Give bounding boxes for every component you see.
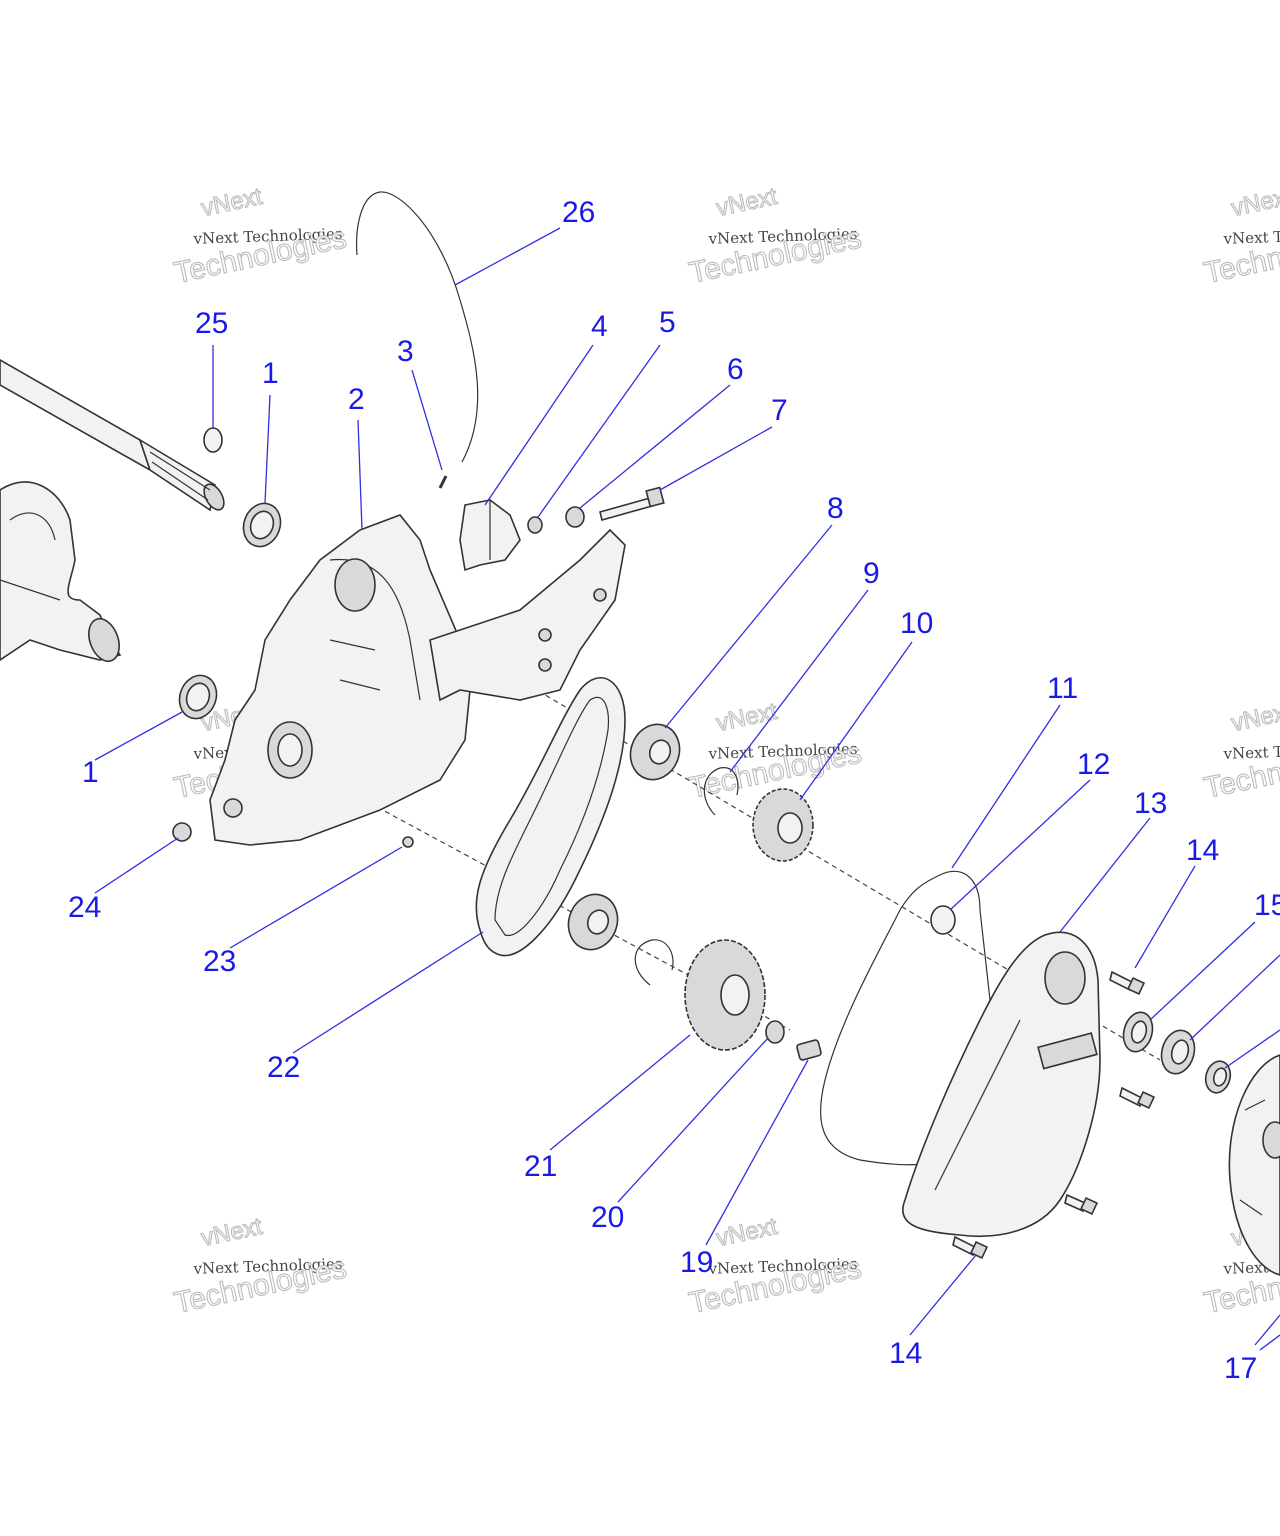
callout-23: 23 [203, 945, 236, 978]
snap-ring-lower-part [634, 939, 674, 986]
svg-text:vNext Technologies: vNext Technologies [192, 225, 343, 248]
svg-text:vNext Technologies: vNext Technologies [192, 1255, 343, 1278]
callout-17: 17 [1224, 1352, 1257, 1385]
bushing-part [1204, 1060, 1232, 1094]
bolt-14-mid-part [1119, 1086, 1156, 1110]
watermark-top-left: vNext vNext Technologies Technologies [171, 182, 350, 290]
callout-6: 6 [727, 353, 744, 386]
svg-text:vNext Technologies: vNext Technologies [1222, 740, 1280, 763]
watermark-top-right: vNext vNext Technologies Technologies [1201, 182, 1280, 290]
callout-12: 12 [1077, 748, 1110, 781]
svg-text:vNext Technologies: vNext Technologies [1222, 225, 1280, 248]
seal-lower-part [178, 674, 218, 720]
snap-ring-9-part [703, 767, 739, 816]
chaincase-housing-part [209, 514, 471, 846]
callout-11: 11 [1047, 672, 1078, 705]
svg-text:vNext: vNext [1229, 698, 1280, 737]
callout-25: 25 [195, 307, 228, 340]
svg-text:vNext: vNext [199, 1213, 265, 1252]
bolt-14-upper-part [1109, 970, 1146, 996]
callout-9: 9 [863, 557, 880, 590]
washer-5-part [527, 516, 543, 534]
callout-1-upper: 1 [262, 357, 279, 390]
svg-text:vNext Technologies: vNext Technologies [707, 740, 858, 763]
callout-8: 8 [827, 492, 844, 525]
spacer-ring-part [1160, 1029, 1196, 1075]
brake-line-part [356, 191, 479, 463]
axle-shaft-part [0, 359, 225, 512]
callout-7: 7 [771, 394, 788, 427]
callout-14-lower: 14 [889, 1337, 922, 1370]
callout-1-lower: 1 [82, 756, 99, 789]
nut-24-part [172, 822, 192, 842]
o-ring-part [203, 427, 223, 453]
pin-part [438, 475, 448, 489]
bolt-7-part [599, 486, 665, 521]
callout-21: 21 [524, 1150, 557, 1183]
seal-15-part [1122, 1011, 1154, 1053]
callout-13: 13 [1134, 787, 1167, 820]
leader-lines [94, 227, 1280, 1351]
watermark-mid-center: vNext vNext Technologies Technologies [686, 697, 865, 805]
brake-disc-part [1228, 1054, 1280, 1276]
svg-text:vNext: vNext [714, 183, 780, 222]
sprocket-21-part [684, 939, 766, 1051]
gearbox-housing-part [0, 481, 122, 663]
svg-text:vNext: vNext [714, 698, 780, 737]
callout-4: 4 [591, 310, 608, 343]
sprocket-10-part [752, 788, 814, 862]
svg-text:vNext: vNext [1229, 183, 1280, 222]
washer-6-part [565, 506, 585, 528]
callout-5: 5 [659, 306, 676, 339]
callout-20: 20 [591, 1201, 624, 1234]
mounting-bracket-part [429, 528, 626, 702]
callout-2: 2 [348, 383, 365, 416]
bolt-14-low-part [1064, 1193, 1099, 1216]
callout-26: 26 [562, 196, 595, 229]
svg-text:vNext: vNext [199, 183, 265, 222]
drive-chain-part [475, 677, 626, 957]
bolt-19-part [796, 1039, 822, 1061]
bearing-lower-part [567, 893, 619, 951]
seal-upper-part [242, 502, 282, 548]
callout-10: 10 [900, 607, 933, 640]
watermark-top-center: vNext vNext Technologies Technologies [686, 182, 865, 290]
svg-text:vNext: vNext [714, 1213, 780, 1252]
callout-24: 24 [68, 891, 101, 924]
callout-22: 22 [267, 1051, 300, 1084]
callout-19: 19 [680, 1246, 713, 1279]
bearing-8-part [629, 723, 681, 781]
washer-12-part [930, 905, 956, 935]
tensioner-block-part [459, 499, 521, 572]
dowel-23-part [402, 836, 414, 848]
washer-20-part [765, 1020, 785, 1044]
watermark-mid-right: vNext vNext Technologies Technologies [1201, 697, 1280, 805]
callout-14-upper: 14 [1186, 834, 1219, 867]
callout-3: 3 [397, 335, 414, 368]
svg-text:vNext Technologies: vNext Technologies [707, 1255, 858, 1278]
svg-text:vNext Technologies: vNext Technologies [707, 225, 858, 248]
chaincase-cover-part [902, 931, 1101, 1238]
bolt-14-bottom-part [952, 1235, 989, 1260]
callout-15: 15 [1254, 889, 1280, 922]
callout-labels: 26 25 1 2 3 4 5 6 7 8 9 10 11 12 13 14 1… [68, 196, 1280, 1385]
watermark-bottom-left: vNext vNext Technologies Technologies [171, 1212, 350, 1320]
